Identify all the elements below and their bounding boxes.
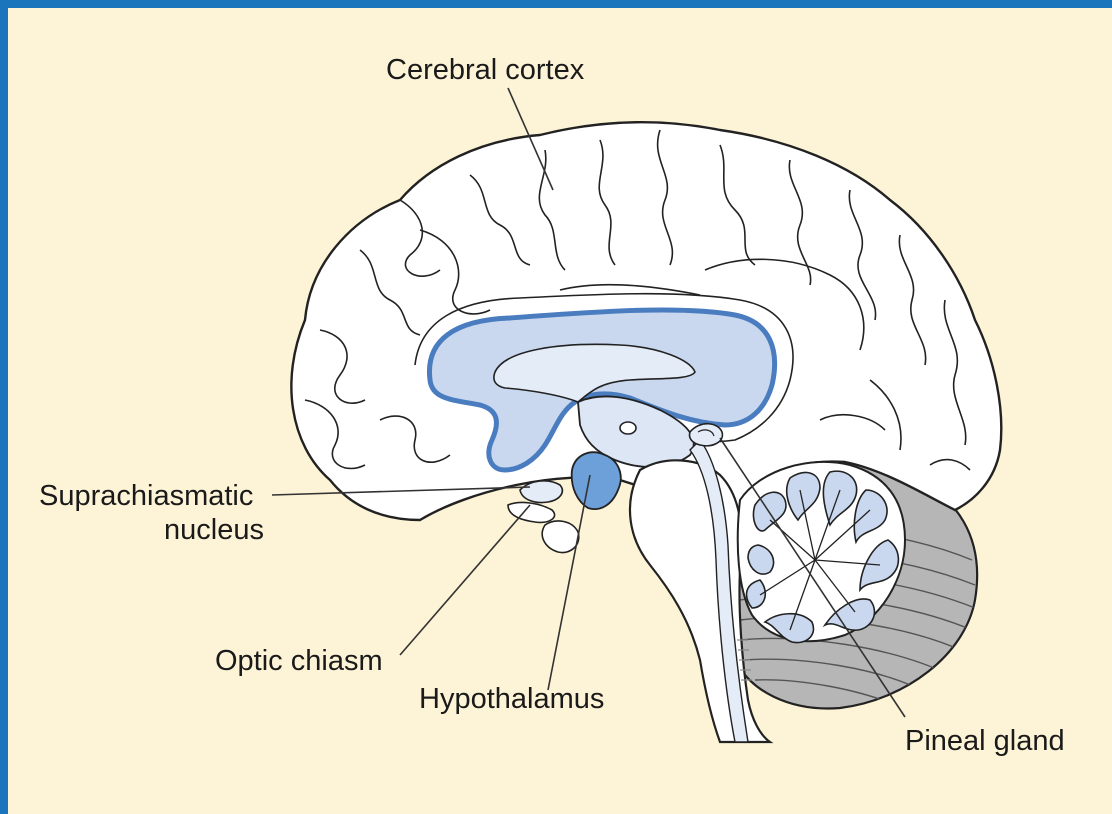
pineal-gland [689, 424, 722, 446]
label-pineal-gland: Pineal gland [905, 725, 1065, 757]
intermediate-mass [620, 422, 636, 434]
label-cerebral-cortex: Cerebral cortex [386, 54, 585, 86]
label-suprachiasmatic-line2: nucleus [164, 514, 264, 546]
label-suprachiasmatic-line1: Suprachiasmatic [39, 480, 253, 512]
label-optic-chiasm: Optic chiasm [215, 645, 383, 677]
label-hypothalamus: Hypothalamus [419, 683, 604, 715]
